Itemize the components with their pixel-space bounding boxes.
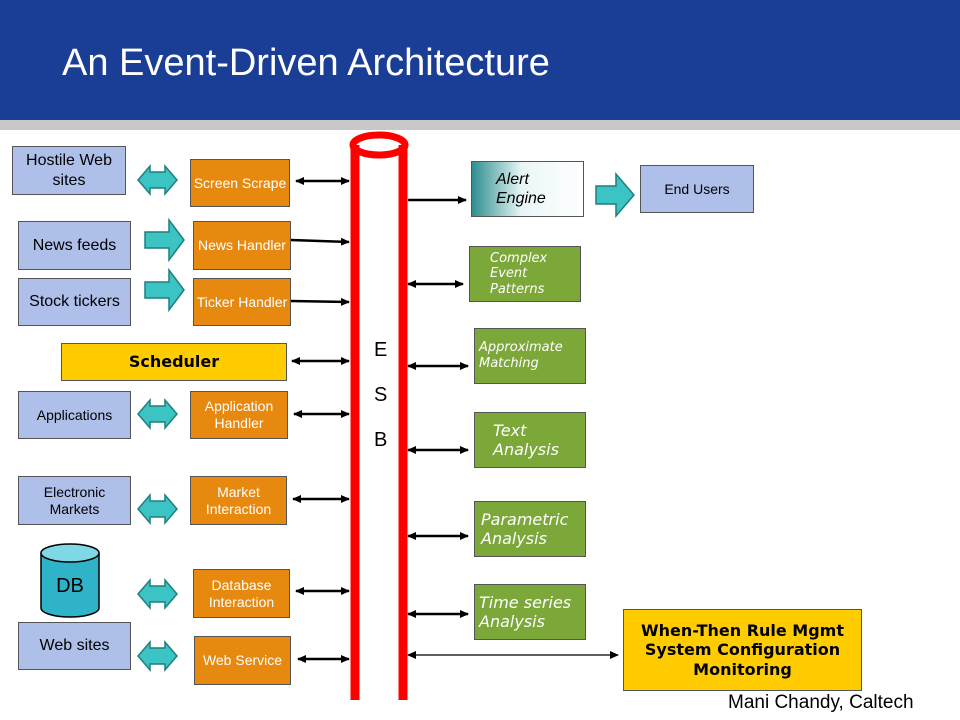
source-hostile-web-sites: Hostile Web sites bbox=[12, 146, 126, 195]
source-electronic-markets: Electronic Markets bbox=[18, 476, 131, 525]
handler-database-interaction: Database Interaction bbox=[193, 569, 290, 618]
analyzer-approximate-matching: Approximate Matching bbox=[474, 328, 586, 384]
handler-screen-scrape: Screen Scrape bbox=[190, 159, 290, 207]
db-label: DB bbox=[56, 575, 84, 597]
handler-ticker: Ticker Handler bbox=[193, 278, 291, 326]
handler-web-service: Web Service bbox=[194, 636, 291, 685]
fat-arrow-alert-to-users bbox=[595, 171, 635, 219]
esb-letter-b: B bbox=[374, 429, 388, 451]
database-icon: DB bbox=[40, 543, 100, 618]
source-stock-tickers: Stock tickers bbox=[18, 278, 131, 326]
analyzer-time-series-analysis: Time series Analysis bbox=[474, 584, 586, 640]
source-applications: Applications bbox=[18, 391, 131, 439]
author-credit: Mani Chandy, Caltech bbox=[728, 692, 914, 713]
fat-arrow-electronic bbox=[137, 492, 178, 526]
link-news-handler bbox=[290, 237, 350, 246]
handler-news: News Handler bbox=[193, 221, 291, 270]
header-divider bbox=[0, 120, 960, 130]
source-news-feeds: News feeds bbox=[18, 221, 131, 270]
link-ticker-handler bbox=[290, 297, 350, 306]
rule-mgmt-box: When-Then Rule Mgmt System Configuration… bbox=[623, 609, 862, 691]
analyzer-parametric-analysis: Parametric Analysis bbox=[474, 501, 586, 557]
source-web-sites: Web sites bbox=[18, 622, 131, 670]
rule-mgmt-line-3: Monitoring bbox=[693, 659, 792, 679]
end-users-box: End Users bbox=[640, 165, 754, 213]
analyzer-text-analysis: Text Analysis bbox=[474, 412, 586, 468]
alert-engine-box: Alert Engine bbox=[471, 161, 584, 217]
esb-letter-s: S bbox=[374, 384, 388, 406]
header-bar bbox=[0, 0, 960, 120]
handler-application: Application Handler bbox=[190, 391, 288, 439]
esb-bus bbox=[349, 131, 409, 700]
rule-mgmt-line-1: When-Then Rule Mgmt bbox=[641, 621, 844, 641]
fat-arrow-stock bbox=[144, 267, 185, 313]
fat-arrow-hostile bbox=[137, 163, 178, 197]
rule-mgmt-line-2: System Configuration bbox=[644, 640, 841, 660]
scheduler-box: Scheduler bbox=[61, 343, 287, 381]
analyzer-complex-event-patterns: Complex Event Patterns bbox=[469, 246, 581, 302]
esb-letter-e: E bbox=[374, 339, 388, 361]
fat-arrow-db bbox=[137, 577, 178, 611]
fat-arrow-websites bbox=[137, 639, 178, 673]
fat-arrow-news bbox=[144, 217, 185, 263]
fat-arrow-applications bbox=[137, 397, 178, 431]
handler-market-interaction: Market Interaction bbox=[190, 476, 287, 525]
slide-title: An Event-Driven Architecture bbox=[62, 42, 550, 84]
